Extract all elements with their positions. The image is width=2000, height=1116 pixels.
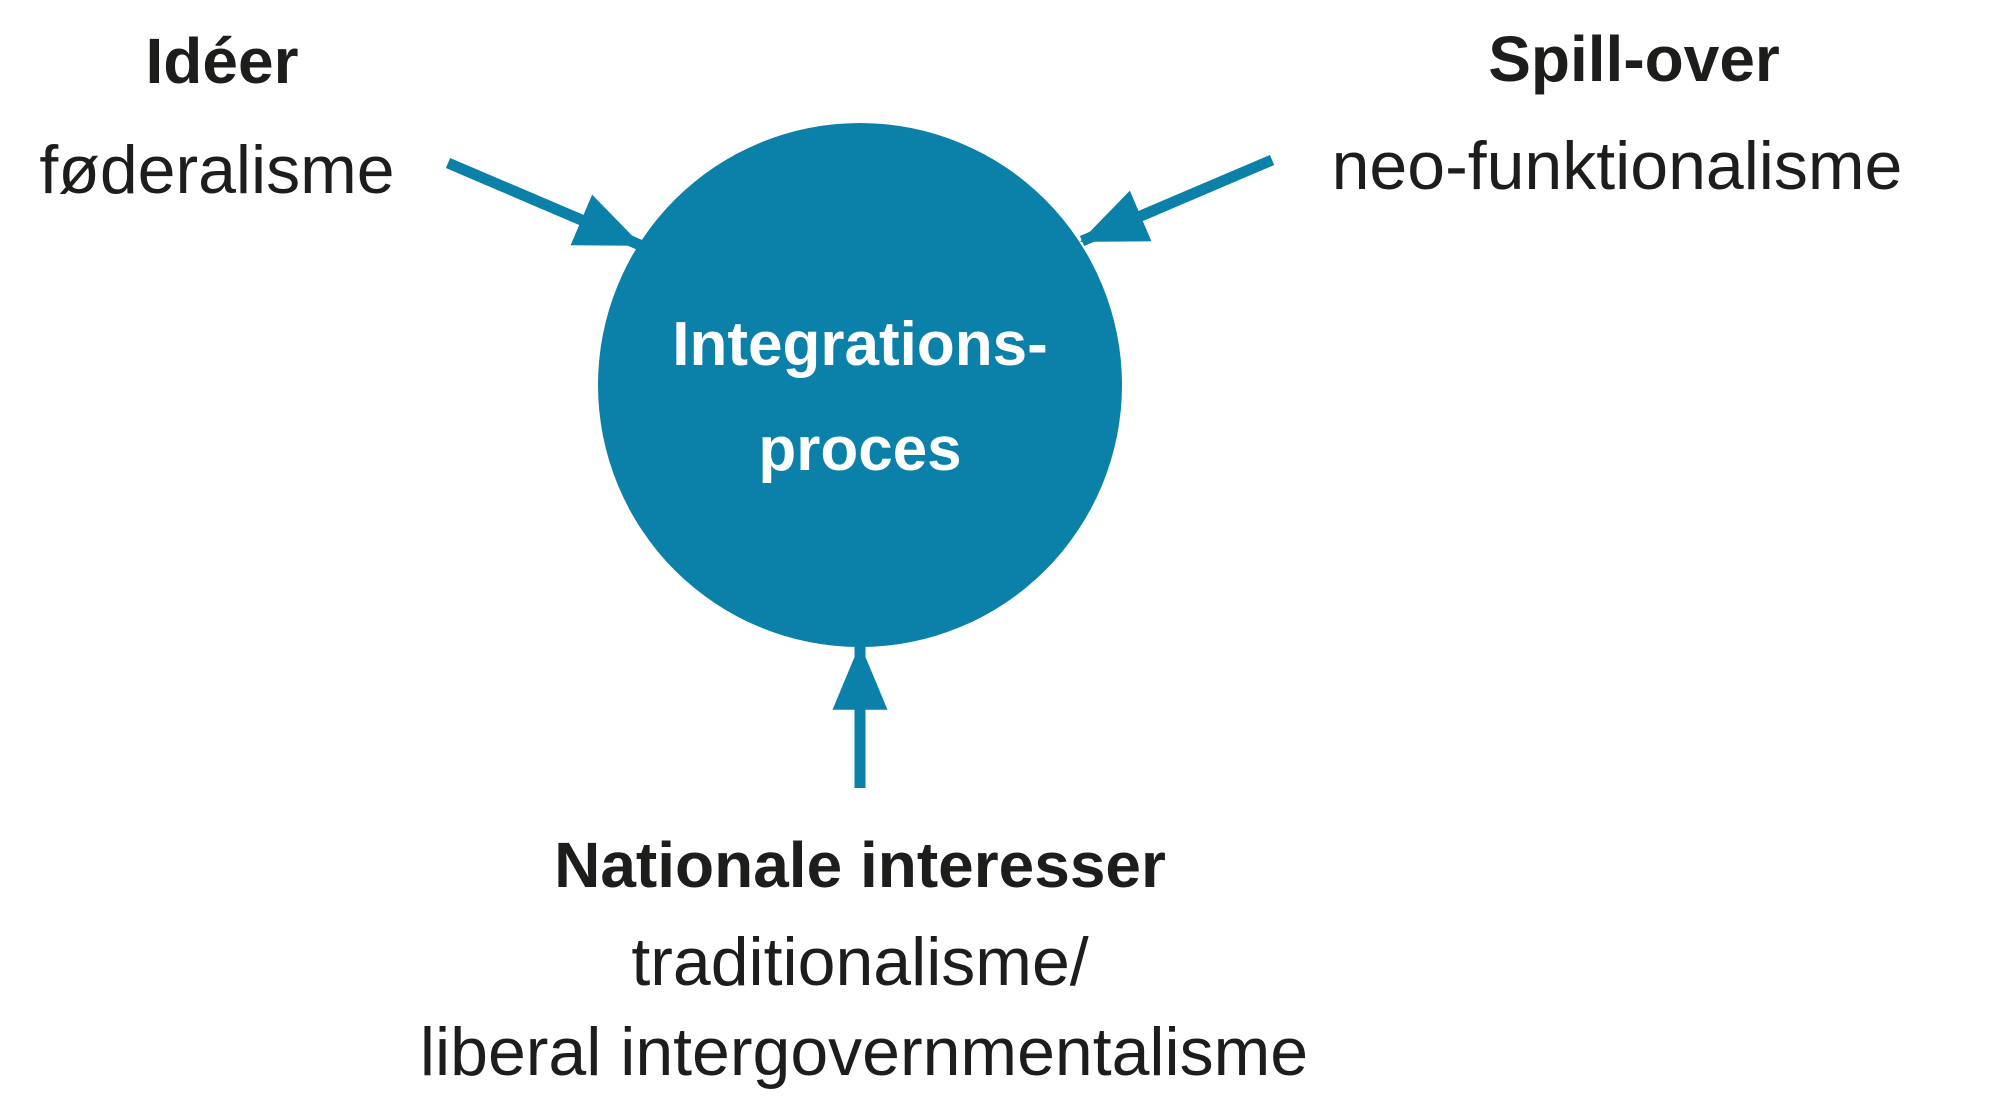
national-interests-subtitle-line2: liberal intergovernmentalisme [419,1014,1309,1090]
ideas-subtitle: føderalisme [39,132,395,208]
circle-label-line2: proces [758,415,962,484]
ideas-title: Idéer [145,25,299,97]
spillover-subtitle: neo-funktionalisme [1331,128,1903,204]
spillover-title: Spill-over [1488,23,1780,95]
arrow-ideas-to-circle-icon [445,157,643,251]
circle-label-line1: Integrations- [672,310,1048,379]
national-interests-title: Nationale interesser [554,829,1166,901]
circle-label: Integrations- proces [672,292,1047,502]
arrow-spillover-to-circle-icon [1079,154,1275,247]
national-interests-subtitle-line1: traditionalisme/ [631,924,1089,1000]
integration-process-circle [598,123,1122,647]
